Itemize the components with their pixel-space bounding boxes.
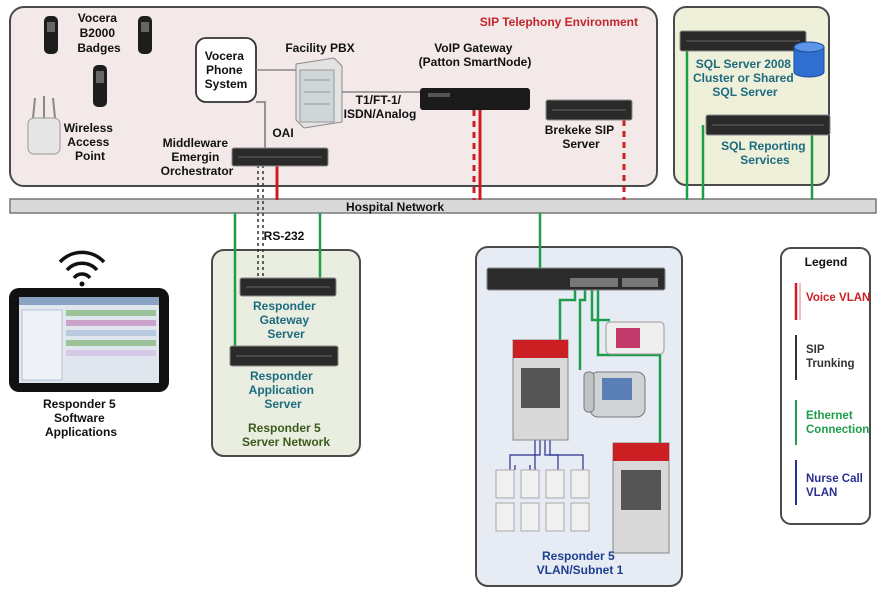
sql-server-label: SQL Server 2008 Cluster or Shared SQL Se… (693, 57, 797, 99)
vlan-subnet-label: Responder 5 VLAN/Subnet 1 (537, 549, 624, 577)
rs232-label: RS-232 (264, 229, 305, 243)
console-icon (605, 321, 665, 355)
tablet-icon (9, 288, 169, 392)
t1-label: T1/FT-1/ ISDN/Analog (344, 93, 417, 121)
svg-text:Voice VLAN: Voice VLAN (806, 292, 870, 304)
middleware-label: Middleware Emergin Orchestrator (161, 136, 234, 178)
sql-server-icon (679, 30, 807, 52)
pbx-cabinet-icon (295, 57, 343, 129)
hospital-network-label: Hospital Network (346, 200, 444, 214)
legend-ethernet: Ethernet Connection (795, 400, 869, 445)
sip-env-title: SIP Telephony Environment (480, 15, 638, 29)
oai-label: OAI (272, 126, 293, 140)
brekeke-server-icon (545, 99, 633, 121)
legend-nurse-call-vlan: Nurse Call VLAN (795, 460, 866, 505)
facility-pbx-label: Facility PBX (285, 41, 354, 55)
responder-application-server-icon (229, 345, 339, 367)
badge-icon (44, 16, 152, 107)
telephone-icon (583, 371, 646, 418)
patient-station-icons (495, 469, 590, 532)
legend-voice-vlan: Voice VLAN (794, 283, 870, 320)
svg-text:SIP Trunking: SIP Trunking (806, 344, 855, 370)
voip-gateway-label: VoIP Gateway (Patton SmartNode) (419, 41, 532, 69)
pbx-link (256, 69, 420, 93)
vocera-phone-label: Vocera Phone System (205, 49, 248, 91)
legend-sip-trunking: SIP Trunking (795, 335, 855, 380)
vocera-badges-label: Vocera B2000 Badges (77, 11, 121, 55)
brekeke-label: Brekeke SIP Server (545, 123, 618, 151)
legend-box (780, 247, 871, 525)
responder-gateway-label: Responder Gateway Server (253, 299, 319, 341)
responder-gateway-server-icon (239, 277, 337, 297)
phone-to-middleware-link (256, 101, 266, 148)
middleware-server-icon (231, 147, 329, 167)
network-switch-icon (486, 267, 666, 291)
hospital-network-bus (9, 198, 877, 214)
nurse-call-controller-icon (512, 339, 569, 441)
sql-reporting-server-icon (705, 114, 831, 136)
svg-text:Ethernet Connection: Ethernet Connection (806, 410, 869, 436)
database-icon (793, 41, 825, 78)
nurse-call-controller-2-icon (612, 442, 670, 554)
voip-gateway-device-icon (420, 88, 530, 110)
wifi-icon (58, 250, 106, 287)
voice-vlan-links (275, 110, 626, 200)
svg-text:Nurse Call VLAN: Nurse Call VLAN (806, 473, 866, 499)
sql-reporting-label: SQL Reporting Services (721, 139, 809, 167)
nurse-call-links (509, 440, 584, 470)
software-label: Responder 5 Software Applications (43, 397, 119, 439)
access-point-icon (27, 96, 61, 155)
ethernet-links (233, 45, 814, 445)
server-network-label: Responder 5 Server Network (242, 421, 330, 449)
responder-application-label: Responder Application Server (249, 369, 318, 411)
sip-trunking-links (257, 165, 264, 290)
wireless-ap-label: Wireless Access Point (64, 121, 117, 163)
legend-title: Legend (805, 255, 848, 269)
